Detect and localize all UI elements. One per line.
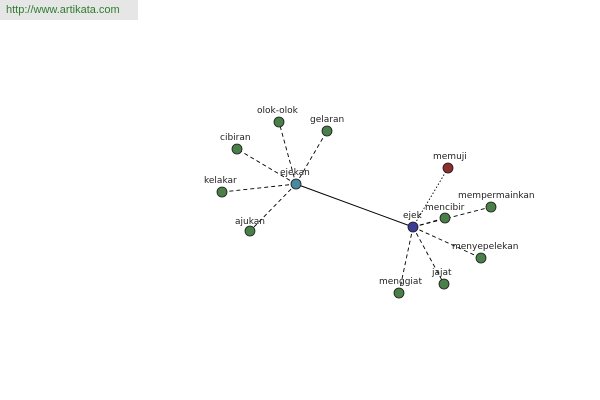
label-ejek[interactable]: ejek <box>403 211 423 221</box>
label-memuji[interactable]: memuji <box>433 152 467 162</box>
edge-ejekan-gelaran <box>295 130 328 185</box>
word-node-mencibir[interactable] <box>439 212 451 224</box>
label-ajukan[interactable]: ajukan <box>235 217 265 227</box>
word-node-olok-olok[interactable] <box>273 116 285 128</box>
edge-ejek-menggiat <box>398 226 414 294</box>
edge-ejek-menyepelekan <box>412 226 482 259</box>
label-menyepelekan[interactable]: menyepelekan <box>452 242 518 252</box>
word-node-menggiat[interactable] <box>393 287 405 299</box>
edge-ejek-jajat <box>412 226 445 285</box>
edge-ejek-mencibir <box>412 217 446 228</box>
label-menggiat[interactable]: menggiat <box>379 277 422 287</box>
edge-ejekan-ejek <box>295 183 414 228</box>
word-node-menyepelekan[interactable] <box>475 252 487 264</box>
label-olok-olok[interactable]: olok-olok <box>257 106 299 116</box>
label-ejekan[interactable]: ejekan <box>280 168 310 178</box>
edge-ejekan-cibiran <box>236 148 297 185</box>
edge-ejekan-kelakar <box>221 183 297 193</box>
edge-ejekan-olok-olok <box>278 121 297 185</box>
word-node-memuji[interactable] <box>442 162 454 174</box>
word-node-jajat[interactable] <box>438 278 450 290</box>
word-node-kelakar[interactable] <box>216 186 228 198</box>
word-node-ajukan[interactable] <box>244 225 256 237</box>
word-node-gelaran[interactable] <box>321 125 333 137</box>
label-gelaran[interactable]: gelaran <box>310 115 344 125</box>
label-mencibir[interactable]: mencibir <box>425 203 465 213</box>
url-banner[interactable]: http://www.artikata.com <box>0 0 138 20</box>
hub-node-ejekan[interactable] <box>290 178 302 190</box>
label-jajat[interactable]: jajat <box>431 268 452 278</box>
word-node-mempermainkan[interactable] <box>485 201 497 213</box>
label-kelakar[interactable]: kelakar <box>204 176 237 186</box>
label-cibiran[interactable]: cibiran <box>220 133 251 143</box>
edge-ejek-memuji <box>412 167 449 228</box>
label-mempermainkan[interactable]: mempermainkan <box>458 191 535 201</box>
hub-node-ejek[interactable] <box>407 221 419 233</box>
edge-ejekan-ajukan <box>249 183 297 232</box>
word-node-cibiran[interactable] <box>231 143 243 155</box>
site-url-link[interactable]: http://www.artikata.com <box>6 4 120 16</box>
